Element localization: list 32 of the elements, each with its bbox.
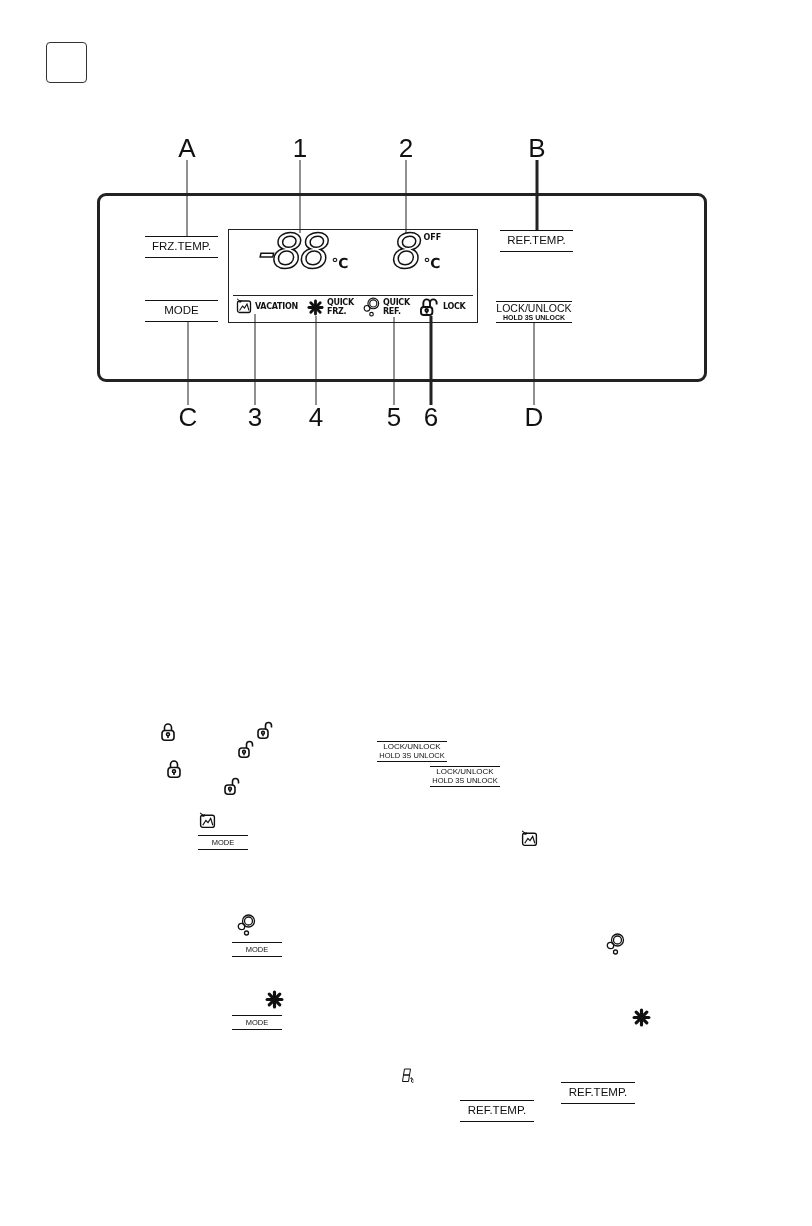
leader-line <box>429 316 433 405</box>
callout-letter: B <box>528 138 546 158</box>
indicator-label: LOCK <box>443 302 466 311</box>
callout-number: 1 <box>292 138 308 158</box>
temperature-button: FRZ.TEMP. <box>145 236 218 258</box>
callout-letter: D <box>524 407 544 427</box>
indicator-label: QUICK FRZ. <box>327 298 354 316</box>
temperature-button: REF.TEMP. <box>460 1100 534 1122</box>
control-panel <box>97 193 707 382</box>
leader-line <box>187 321 189 406</box>
temperature-button: REF.TEMP. <box>500 230 573 252</box>
callout-number: 2 <box>398 138 414 158</box>
callout-letter: C <box>178 407 198 427</box>
callout-number: 6 <box>423 407 439 427</box>
callout-number: 5 <box>386 407 402 427</box>
mode-button: MODE <box>145 300 218 322</box>
callout-number: 4 <box>308 407 324 427</box>
callout-number: 3 <box>247 407 263 427</box>
leader-line <box>299 159 301 234</box>
leader-line <box>533 322 535 406</box>
leader-line <box>405 159 407 234</box>
indicator-label: QUICK REF. <box>383 298 410 316</box>
temperature-button: REF.TEMP. <box>561 1082 635 1104</box>
leader-line <box>254 313 256 406</box>
temperature-readout: -88℃ <box>258 233 349 270</box>
leader-line <box>315 315 317 406</box>
leader-line <box>186 159 188 237</box>
callout-letter: A <box>178 138 196 158</box>
leader-line <box>535 160 539 230</box>
leader-line <box>393 316 395 406</box>
lcd-display <box>228 229 478 323</box>
indicator-label: VACATION <box>255 301 298 311</box>
